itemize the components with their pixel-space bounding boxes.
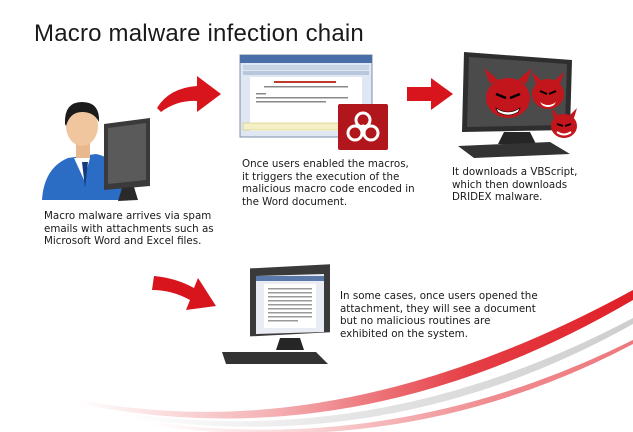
- user-at-computer-icon: [42, 102, 150, 201]
- arrow-icon: [152, 276, 216, 310]
- step-1-caption: Macro malware arrives via spam emails wi…: [44, 210, 214, 248]
- step-2-caption: Once users enabled the macros, it trigge…: [242, 158, 415, 208]
- step-4-caption: In some cases, once users opened the att…: [340, 290, 538, 340]
- arrow-icon: [407, 78, 453, 110]
- biohazard-icon: [338, 104, 388, 150]
- diagram-title: Macro malware infection chain: [34, 20, 364, 47]
- arrow-icon: [157, 76, 221, 112]
- red-devil-malware-icon: [458, 52, 577, 158]
- step-3-caption: It downloads a VBScript, which then down…: [452, 166, 578, 204]
- monitor-with-document-icon: [222, 264, 330, 364]
